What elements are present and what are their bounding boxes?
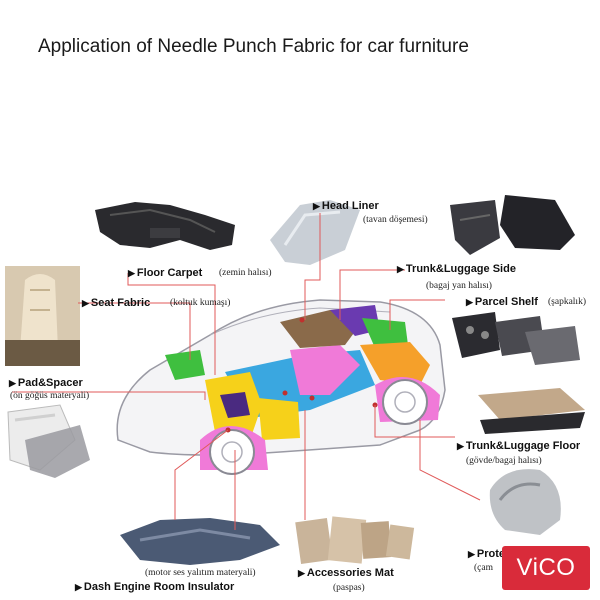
head-liner-image — [270, 200, 360, 265]
label-trunk-side-tr: (bagaj yan halısı) — [426, 281, 492, 291]
label-trunk-floor: ▶Trunk&Luggage Floor — [457, 440, 581, 452]
page-title: Application of Needle Punch Fabric for c… — [38, 36, 469, 57]
label-accessories-mat-tr: (paspas) — [333, 583, 365, 593]
label-pad-spacer-tr: (ön göğüs materyali) — [10, 391, 90, 401]
label-head-liner: ▶Head Liner — [313, 200, 379, 212]
label-trunk-floor-tr: (gövde/bagaj halısı) — [466, 456, 542, 466]
pad-spacer-image — [7, 404, 90, 478]
label-parcel-shelf: ▶Parcel Shelf — [466, 296, 538, 308]
label-floor-carpet-tr: (zemin halısı) — [219, 268, 272, 278]
trunk-side-image — [450, 195, 575, 255]
seat-fabric-image — [5, 266, 80, 366]
floor-carpet-image — [95, 202, 235, 250]
label-seat-fabric: ▶Seat Fabric — [82, 297, 151, 309]
accessories-mat-image — [295, 516, 415, 565]
label-dash-insulator-tr: (motor ses yalıtım materyali) — [145, 568, 256, 578]
label-accessories-mat: ▶Accessories Mat — [298, 567, 394, 579]
car-body — [116, 299, 446, 475]
leader-lines — [12, 213, 481, 530]
vico-logo: ViCO — [502, 546, 590, 590]
label-trunk-side: ▶Trunk&Luggage Side — [397, 263, 516, 275]
vico-logo-text: ViCO — [516, 554, 576, 581]
label-protector-tr: (çam — [474, 563, 493, 573]
label-head-liner-tr: (tavan döşemesi) — [363, 215, 428, 225]
protector-image — [489, 469, 561, 535]
label-seat-fabric-tr: (koltuk kumaşı) — [170, 298, 231, 308]
label-dash-insulator: ▶Dash Engine Room Insulator — [75, 581, 235, 593]
label-pad-spacer: ▶Pad&Spacer — [9, 377, 83, 389]
label-floor-carpet: ▶Floor Carpet — [128, 267, 203, 279]
label-parcel-shelf-tr: (şapkalık) — [548, 297, 586, 307]
trunk-floor-image — [478, 388, 585, 434]
dash-insulator-image — [120, 518, 280, 565]
parcel-shelf-image — [452, 312, 580, 365]
